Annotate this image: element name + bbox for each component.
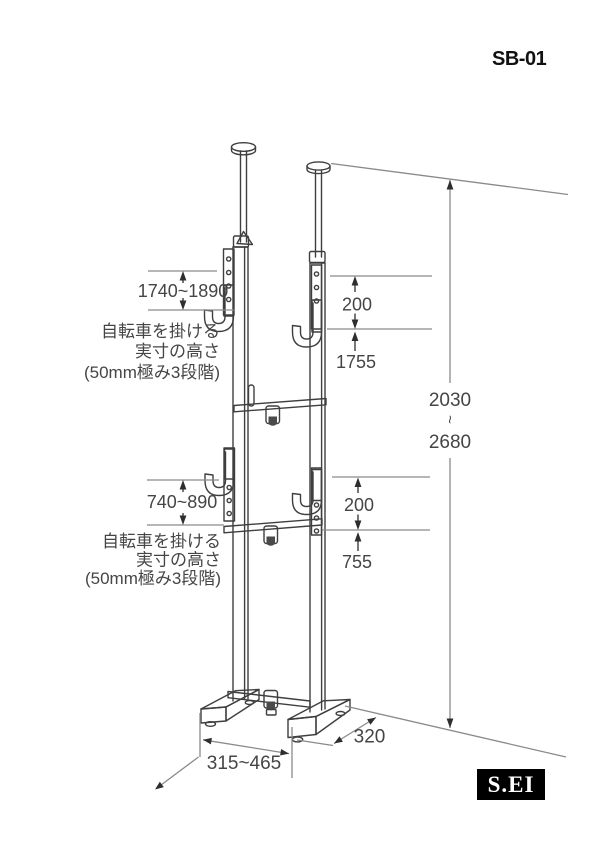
dim-base-width: 315~465 — [207, 753, 282, 774]
crossbars — [223, 384, 327, 716]
left-pole — [203, 141, 257, 702]
dim-upper-gap: 200 — [342, 295, 372, 315]
right-pole — [291, 161, 331, 713]
left-pole-cap — [230, 141, 257, 152]
dim-upper-hook-height: 1755 — [336, 352, 376, 372]
upper-right-bracket — [310, 264, 323, 330]
dim-lower-gap: 200 — [344, 495, 374, 515]
right-pole-cap — [306, 161, 331, 171]
dim-upper-hook-range: 1740~1890 — [138, 281, 229, 301]
hook-note-lower-line3: (50mm極み3段階) — [85, 569, 221, 588]
dim-lower-hook-range: 740~890 — [147, 492, 218, 512]
dimension-arrows — [155, 180, 454, 790]
lower-right-hook — [291, 471, 323, 516]
upper-left-bracket — [222, 248, 235, 316]
hook-note-lower: 自転車を掛ける 実寸の高さ (50mm極み3段階) — [85, 532, 221, 588]
lower-left-hook — [204, 451, 235, 497]
dim-overall-tilde: ~ — [441, 415, 458, 424]
hook-note-lower-line1: 自転車を掛ける — [102, 532, 221, 551]
dimension-lines — [147, 162, 569, 789]
dim-overall-min: 2030 — [429, 390, 471, 411]
lower-crossbar — [223, 518, 323, 534]
upper-right-hook — [291, 302, 323, 348]
hook-note-lower-line2: 実寸の高さ — [136, 551, 221, 570]
hook-note-upper-line1: 自転車を掛ける — [101, 322, 220, 341]
dim-overall-max: 2680 — [429, 432, 471, 453]
hook-note-upper-line2: 実寸の高さ — [135, 342, 220, 361]
upper-crossbar — [233, 397, 327, 413]
hook-note-upper-line3: (50mm極み3段階) — [84, 363, 220, 382]
brand-logo: S.EI — [477, 769, 545, 800]
dim-lower-hook-height: 755 — [342, 552, 372, 572]
dim-base-depth: 320 — [354, 727, 386, 748]
brand-logo-text: S.EI — [487, 771, 535, 797]
model-code: SB-01 — [492, 48, 547, 70]
base-feet — [200, 688, 351, 743]
dimension-labels: 1740~1890 200 1755 2030 ~ 2680 740~890 2… — [138, 281, 471, 774]
hook-note-upper: 自転車を掛ける 実寸の高さ (50mm極み3段階) — [84, 322, 220, 382]
